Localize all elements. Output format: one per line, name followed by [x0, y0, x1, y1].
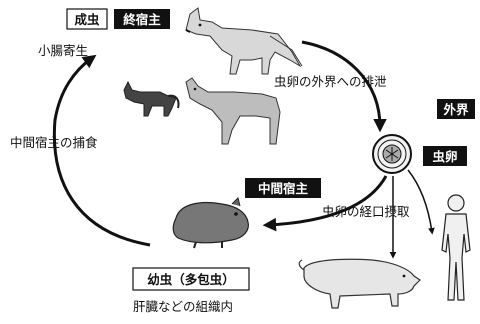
- tissue-label: 肝臓などの組織内: [133, 299, 233, 314]
- larva-label: 幼虫（多包虫）: [147, 272, 235, 287]
- arrow-predation: [52, 54, 151, 247]
- intermediate-host-label-box: 中間宿主: [245, 178, 321, 198]
- arrow-excretion: [301, 40, 387, 133]
- egg-label: 虫卵: [432, 149, 457, 164]
- small-intestine-label: 小腸寄生: [38, 43, 88, 58]
- adult-label: 成虫: [74, 12, 100, 27]
- adult-label-box: 成虫: [66, 8, 108, 30]
- egg-excretion-label: 虫卵の外界への排泄: [274, 74, 387, 89]
- arrow-egg-to-intermediate: [262, 175, 388, 232]
- definitive-host-label-box: 終宿主: [114, 9, 170, 29]
- oral-intake-label: 虫卵の経口摂取: [322, 204, 410, 219]
- dog-icon: [185, 77, 281, 145]
- human-icon: [441, 194, 471, 301]
- outside-label: 外界: [442, 102, 469, 117]
- cat-icon: [123, 80, 180, 117]
- outside-label-box: 外界: [437, 99, 475, 119]
- egg-icon: [372, 134, 412, 174]
- fox-icon: [185, 7, 303, 75]
- definitive-host-label: 終宿主: [123, 12, 161, 27]
- larva-label-box: 幼虫（多包虫）: [132, 267, 250, 291]
- egg-label-box: 虫卵: [423, 146, 467, 166]
- intermediate-host-label: 中間宿主: [258, 181, 309, 196]
- vole-icon: [172, 197, 249, 249]
- pig-icon: [298, 258, 421, 309]
- arrow-egg-to-human: [407, 169, 435, 235]
